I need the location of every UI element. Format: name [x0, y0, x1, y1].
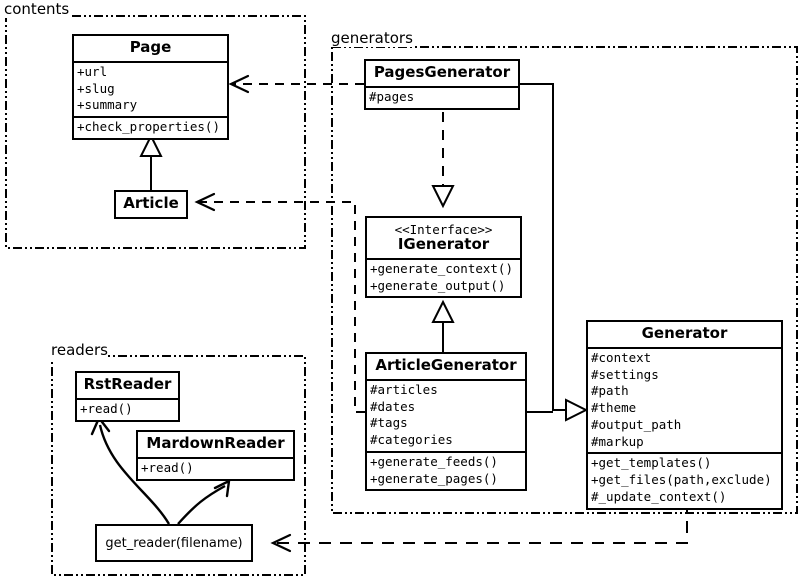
function-box-get-reader[interactable]: get_reader(filename) — [95, 524, 253, 562]
class-box-rstreader[interactable]: RstReader +read() — [75, 371, 180, 422]
class-title-pagesgenerator: PagesGenerator — [373, 63, 511, 81]
class-box-generator[interactable]: Generator #context #settings #path #them… — [586, 320, 783, 510]
class-title-mardownreader: MardownReader — [146, 434, 285, 452]
method-row: +read() — [80, 400, 133, 416]
attribute-row: +url — [77, 63, 108, 79]
class-methods-rstreader: +read() — [77, 400, 178, 420]
method-row: +generate_feeds() — [370, 453, 498, 469]
class-methods-articlegenerator: +generate_feeds() +generate_pages() — [367, 453, 525, 490]
class-box-articlegenerator[interactable]: ArticleGenerator #articles #dates #tags … — [365, 352, 527, 492]
arrowhead-hollow-triangle-generator — [565, 398, 589, 422]
method-row: +check_properties() — [77, 119, 220, 134]
class-title-page: Page — [129, 38, 172, 56]
method-row: +get_templates() — [591, 455, 712, 471]
class-methods-mardownreader: +read() — [138, 459, 293, 479]
package-label-readers: readers — [51, 341, 108, 359]
class-attributes-pagesgenerator: #pages — [366, 88, 518, 108]
dependency-articlegenerator-to-article — [197, 201, 365, 413]
class-methods-igenerator: +generate_context() +generate_output() — [367, 260, 520, 297]
arrowhead-open-to-getreader — [270, 533, 292, 553]
method-row: +read() — [141, 459, 194, 475]
attribute-row: +slug — [77, 80, 115, 96]
attribute-row: #path — [591, 383, 629, 399]
arrowhead-open-to-article — [194, 192, 216, 212]
dependency-getreader-to-mardownreader — [177, 484, 226, 525]
attribute-row: #settings — [591, 366, 659, 382]
attribute-row: +summary — [77, 97, 138, 113]
class-title-generator: Generator — [641, 324, 728, 342]
class-attributes-page: +url +slug +summary — [74, 63, 227, 116]
class-title-article: Article — [123, 194, 179, 212]
arrowhead-open-to-mardownreader — [213, 478, 231, 498]
attribute-row: #categories — [370, 432, 453, 447]
attribute-row: #dates — [370, 398, 416, 414]
function-label-get-reader: get_reader(filename) — [105, 535, 243, 551]
class-box-page[interactable]: Page +url +slug +summary +check_properti… — [72, 34, 229, 140]
class-box-igenerator[interactable]: <<Interface>> IGenerator +generate_conte… — [365, 216, 522, 299]
attribute-row: #articles — [370, 381, 438, 397]
attribute-row: #pages — [369, 88, 415, 104]
package-label-generators: generators — [331, 29, 413, 47]
class-title-rstreader: RstReader — [83, 375, 172, 393]
method-row: +generate_context() — [370, 260, 513, 276]
method-row: +generate_output() — [370, 277, 506, 293]
class-box-pagesgenerator[interactable]: PagesGenerator #pages — [364, 59, 520, 110]
class-name-igenerator: IGenerator — [397, 235, 490, 253]
method-row: +generate_pages() — [370, 470, 498, 486]
attribute-row: #theme — [591, 400, 637, 415]
class-title-articlegenerator: ArticleGenerator — [375, 356, 517, 374]
arrowhead-hollow-triangle-igenerator-bottom — [431, 299, 455, 323]
class-attributes-generator: #context #settings #path #theme #output_… — [588, 349, 781, 453]
class-box-article[interactable]: Article — [114, 190, 188, 219]
attribute-row: #output_path — [591, 416, 682, 432]
arrowhead-open-to-page — [228, 74, 250, 94]
arrowhead-hollow-triangle-igenerator-top — [431, 185, 455, 209]
package-label-contents: contents — [4, 0, 70, 18]
method-row: #_update_context() — [591, 488, 727, 504]
attribute-row: #markup — [591, 433, 644, 449]
class-methods-page: +check_properties() — [74, 118, 227, 138]
method-row: +get_files(path,exclude) — [591, 472, 772, 487]
attribute-row: #tags — [370, 415, 408, 431]
attribute-row: #context — [591, 349, 652, 365]
class-methods-generator: +get_templates() +get_files(path,exclude… — [588, 454, 781, 507]
class-box-mardownreader[interactable]: MardownReader +read() — [136, 430, 295, 481]
class-attributes-articlegenerator: #articles #dates #tags #categories — [367, 381, 525, 451]
class-title-igenerator: <<Interface>> IGenerator — [367, 218, 520, 258]
